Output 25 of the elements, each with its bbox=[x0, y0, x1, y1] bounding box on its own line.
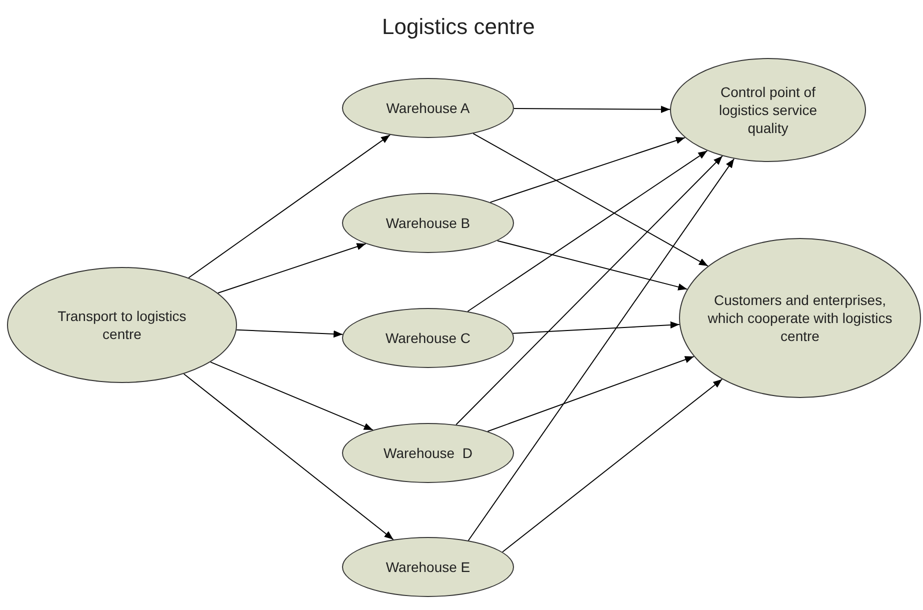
node-label: Customers and enterprises, which cooperate with logistics centre bbox=[706, 291, 894, 345]
ellipse-node bbox=[342, 423, 514, 483]
arrow bbox=[456, 156, 723, 426]
arrow bbox=[210, 362, 374, 430]
arrow bbox=[236, 329, 344, 338]
diagram-title: Logistics centre bbox=[382, 13, 535, 41]
node-label: Warehouse C bbox=[385, 329, 471, 347]
node-label: Warehouse A bbox=[386, 99, 470, 117]
node-label: Warehouse E bbox=[386, 558, 470, 576]
arrow bbox=[512, 321, 680, 334]
arrow bbox=[514, 106, 670, 113]
arrow bbox=[468, 158, 735, 541]
arrow bbox=[467, 150, 708, 312]
node-label: Warehouse D bbox=[384, 444, 472, 462]
arrow bbox=[188, 134, 391, 278]
arrow bbox=[487, 356, 694, 432]
arrow bbox=[183, 373, 394, 540]
node-label: Control point of logistics service quality bbox=[718, 83, 818, 137]
arrow bbox=[217, 243, 366, 294]
arrow bbox=[502, 378, 723, 552]
arrow bbox=[472, 133, 708, 267]
node-label: Warehouse B bbox=[386, 214, 470, 232]
arrow bbox=[490, 137, 686, 203]
node-label: Transport to logistics centre bbox=[56, 307, 188, 343]
arrow bbox=[496, 240, 688, 290]
